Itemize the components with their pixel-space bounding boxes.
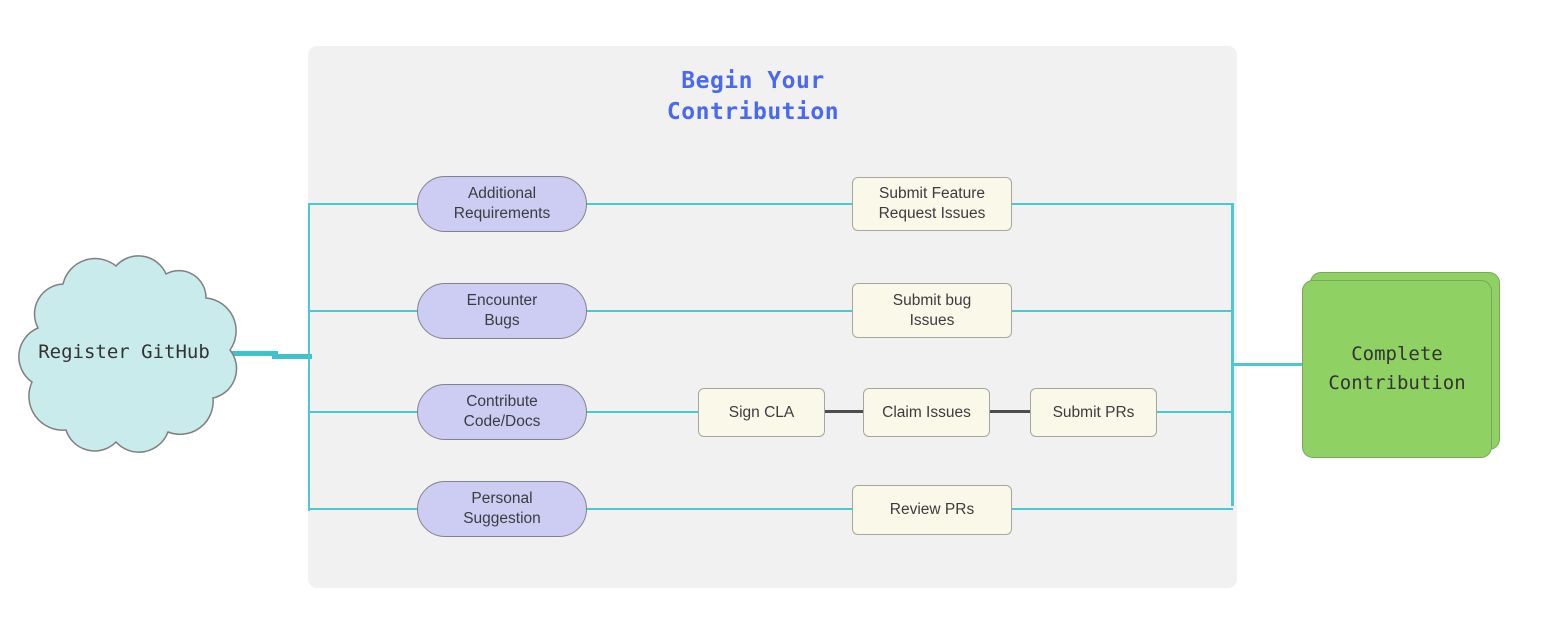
node-claim-issues: Claim Issues <box>863 388 990 437</box>
connector-cloud-to-panel-b <box>272 354 312 359</box>
connector-cloud-to-panel-a <box>230 351 278 356</box>
node-submit-feature-request-issues: Submit Feature Request Issues <box>852 177 1012 231</box>
start-cloud-label: Register GitHub <box>38 341 210 363</box>
connector-row-4 <box>309 508 1233 510</box>
node-label: Additional Requirements <box>453 185 551 222</box>
node-sign-cla: Sign CLA <box>698 388 825 437</box>
node-submit-bug-issues: Submit bug Issues <box>852 283 1012 338</box>
node-contribute-code-docs: Contribute Code/Docs <box>417 384 587 440</box>
node-complete-contribution: Complete Contribution <box>1302 280 1492 458</box>
node-label: Encounter Bugs <box>466 292 538 329</box>
connector-claim-to-prs <box>985 410 1035 413</box>
node-label: Submit bug Issues <box>892 291 972 329</box>
node-label: Sign CLA <box>728 403 795 421</box>
node-label: Claim Issues <box>882 403 971 421</box>
node-label: Submit PRs <box>1052 403 1135 421</box>
node-label: Review PRs <box>889 501 975 518</box>
node-label: Contribute Code/Docs <box>463 393 541 430</box>
start-cloud-node: Register GitHub <box>8 250 240 454</box>
node-review-prs: Review PRs <box>852 485 1012 535</box>
node-personal-suggestion: Personal Suggestion <box>417 481 587 537</box>
connector-left-rail <box>308 203 310 511</box>
node-label: Submit Feature Request Issues <box>878 185 986 222</box>
node-label: Complete Contribution <box>1328 343 1466 394</box>
connector-right-rail <box>1231 203 1234 506</box>
node-encounter-bugs: Encounter Bugs <box>417 283 587 339</box>
connector-cla-to-claim <box>820 410 868 413</box>
node-submit-prs: Submit PRs <box>1030 388 1157 437</box>
connector-row-1 <box>309 203 1233 205</box>
connector-row-2 <box>309 310 1233 312</box>
panel-title: Begin Your Contribution <box>666 68 840 125</box>
node-label: Personal Suggestion <box>463 490 541 527</box>
node-additional-requirements: Additional Requirements <box>417 176 587 232</box>
connector-panel-to-complete <box>1231 363 1303 366</box>
cloud-shape-icon <box>18 255 238 453</box>
